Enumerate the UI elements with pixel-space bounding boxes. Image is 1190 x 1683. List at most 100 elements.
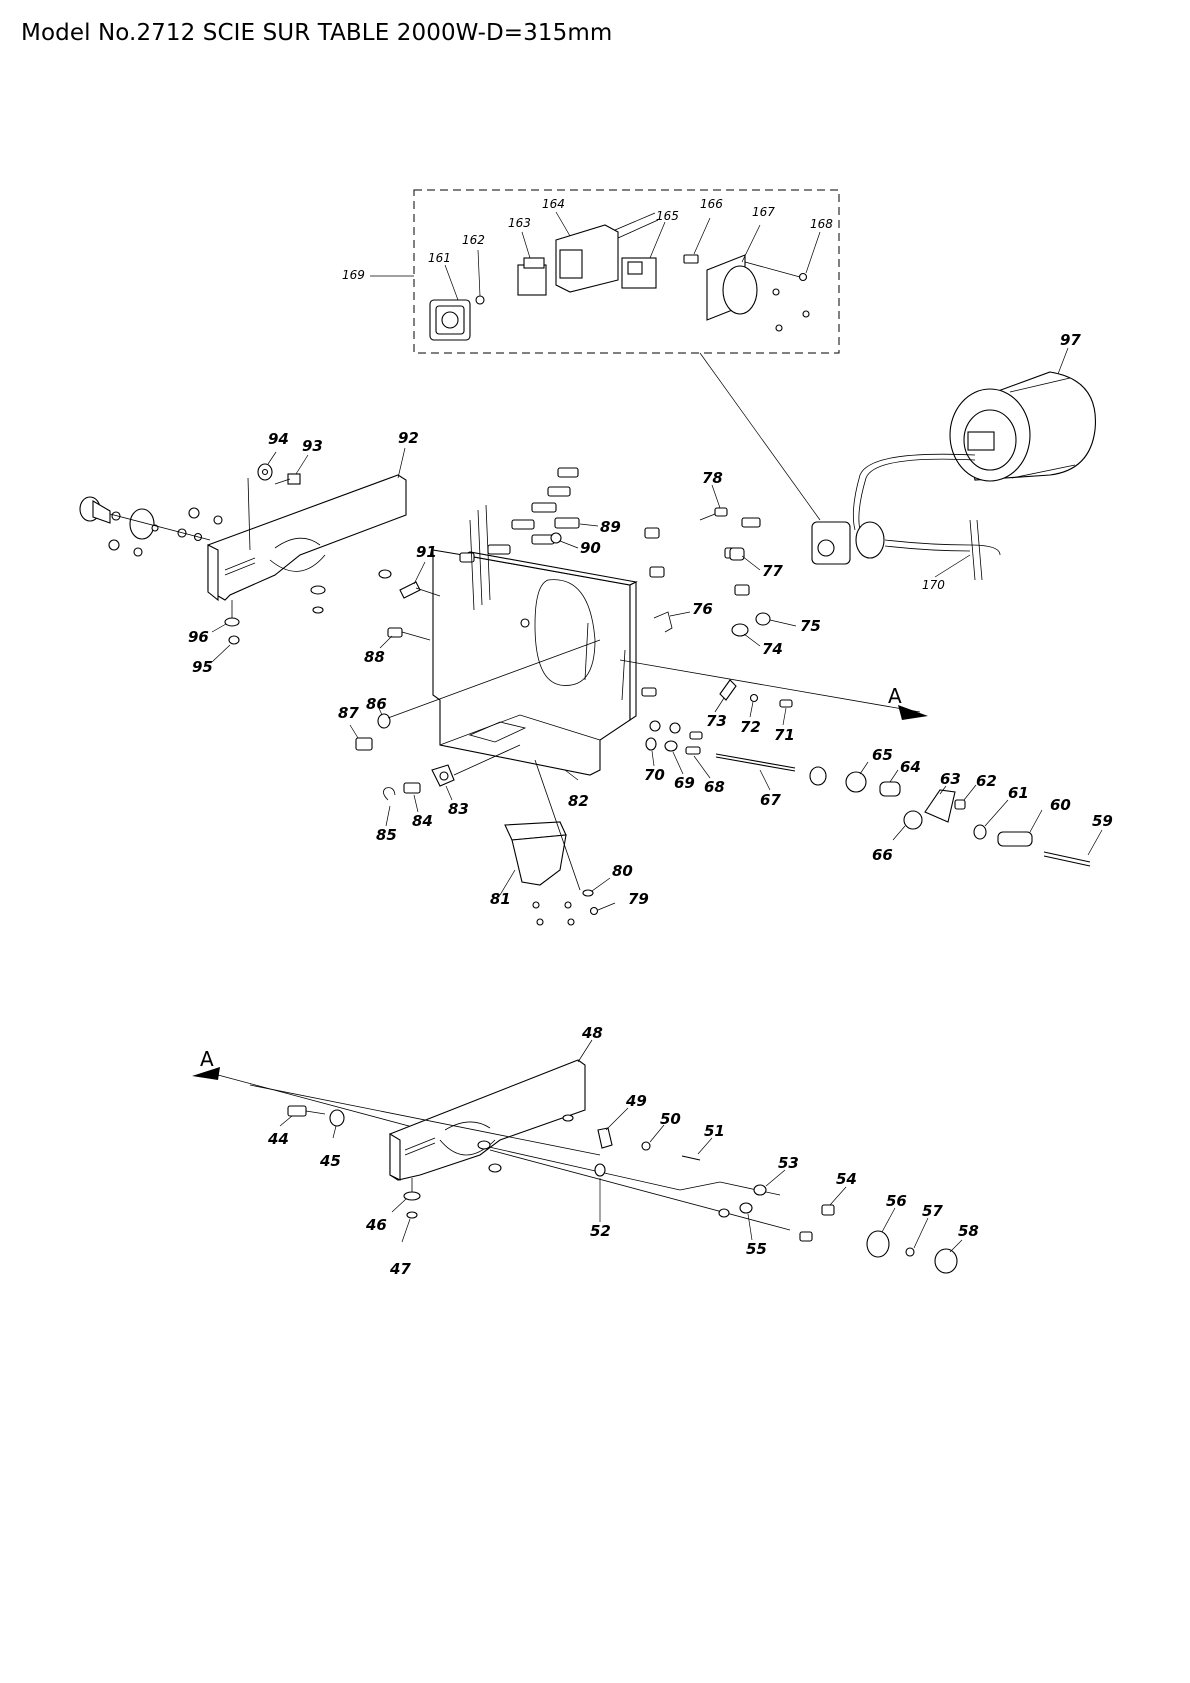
part-87-bolt (349, 724, 373, 751)
switch-assembly-frame (413, 189, 840, 354)
callout-63: 63 (940, 770, 961, 788)
part-80-washer (582, 877, 611, 897)
callout-49: 49 (625, 1092, 647, 1110)
part-49-clamp (597, 1107, 629, 1149)
callout-169: 169 (342, 268, 365, 282)
callout-54: 54 (836, 1170, 857, 1188)
part-76-clip (653, 611, 691, 633)
section-a-arrow-bottom (192, 1067, 220, 1080)
part-63-lever (924, 785, 956, 823)
part-88-bolt (379, 627, 431, 649)
part-69-washer (664, 740, 684, 775)
part-164-switch-housing (555, 211, 659, 293)
callout-166: 166 (700, 197, 723, 211)
part-161-switch (429, 264, 471, 341)
part-56-knob (866, 1207, 896, 1258)
callout-163: 163 (508, 216, 531, 230)
callout-55: 55 (746, 1240, 767, 1258)
callout-68: 68 (704, 778, 725, 796)
callout-91: 91 (416, 543, 437, 561)
callout-60: 60 (1050, 796, 1071, 814)
callout-66: 66 (872, 846, 893, 864)
part-90-bolt (531, 532, 579, 549)
callout-164: 164 (542, 197, 565, 211)
callout-165: 165 (656, 209, 679, 223)
callout-57: 57 (922, 1202, 943, 1220)
part-170-cable-plug (811, 453, 1001, 581)
part-70-washer (645, 737, 657, 767)
callout-81: 81 (490, 890, 511, 908)
part-46-washer (391, 1178, 421, 1213)
callout-50: 50 (660, 1110, 681, 1128)
callout-58: 58 (958, 1222, 979, 1240)
callout-59: 59 (1092, 812, 1113, 830)
part-83-clamp (431, 744, 521, 801)
callout-labels: 169 161 162 163 164 165 166 167 168 170 … (188, 197, 1113, 1278)
callout-47: 47 (389, 1260, 411, 1278)
left-knob-group (79, 496, 223, 557)
part-48-bracket (389, 1039, 593, 1181)
part-45-washer (329, 1109, 345, 1139)
part-82-main-housing (432, 549, 638, 781)
part-60-sleeve (997, 809, 1043, 847)
part-71-bolt (779, 699, 793, 726)
callout-64: 64 (900, 758, 921, 776)
callout-67: 67 (760, 791, 781, 809)
callout-85: 85 (376, 826, 397, 844)
part-74-washer (731, 623, 761, 647)
part-54-nut (821, 1186, 847, 1216)
part-165-terminal-block (621, 221, 666, 289)
callout-77: 77 (762, 562, 783, 580)
section-a-marker-top: A (888, 684, 902, 708)
part-44-bolt (279, 1105, 326, 1127)
part-75-nut (755, 612, 797, 627)
part-93-bolt (274, 454, 309, 485)
callout-84: 84 (412, 812, 433, 830)
section-a-marker-bottom: A (200, 1047, 214, 1071)
callout-78: 78 (702, 469, 723, 487)
part-86-washer (377, 639, 601, 729)
callout-97: 97 (1060, 331, 1081, 349)
section-a-arrow-top (898, 705, 928, 720)
callout-96: 96 (188, 628, 209, 646)
switch-cable-leader (699, 352, 821, 521)
callout-52: 52 (590, 1222, 611, 1240)
housing-right-small-parts (641, 687, 827, 786)
page-title: Model No.2712 SCIE SUR TABLE 2000W-D=315… (21, 20, 613, 46)
part-91-clip (399, 561, 441, 599)
part-79-screw (589, 902, 616, 916)
part-92-left-bracket (207, 447, 407, 602)
callout-75: 75 (800, 617, 821, 635)
part-51-bolt (681, 1137, 713, 1161)
part-62-nut (954, 784, 977, 810)
callout-48: 48 (581, 1024, 603, 1042)
callout-44: 44 (267, 1130, 289, 1148)
callout-88: 88 (364, 648, 385, 666)
part-50-nut (641, 1124, 665, 1151)
callout-162: 162 (462, 233, 485, 247)
part-66-nut (892, 810, 923, 841)
callout-62: 62 (976, 772, 997, 790)
callout-161: 161 (428, 251, 451, 265)
callout-45: 45 (319, 1152, 341, 1170)
callout-90: 90 (580, 539, 601, 557)
part-167-cover (706, 224, 761, 321)
switch-assembly-group (370, 189, 840, 521)
section-a-line-top (619, 659, 921, 713)
callout-89: 89 (600, 518, 621, 536)
part-57-nut (905, 1217, 929, 1257)
part-78-bolt (699, 484, 728, 521)
part-77-bolt (729, 547, 761, 571)
callout-170: 170 (922, 578, 945, 592)
left-bracket-nuts (310, 569, 392, 614)
part-162-screw (475, 249, 485, 305)
callout-94: 94 (268, 430, 289, 448)
part-58-cap (934, 1239, 963, 1274)
callout-51: 51 (704, 1122, 725, 1140)
callout-95: 95 (192, 658, 213, 676)
callout-82: 82 (568, 792, 589, 810)
part-64-spacer (879, 769, 901, 797)
part-95-nut (211, 635, 240, 663)
part-163-relay (517, 231, 547, 296)
